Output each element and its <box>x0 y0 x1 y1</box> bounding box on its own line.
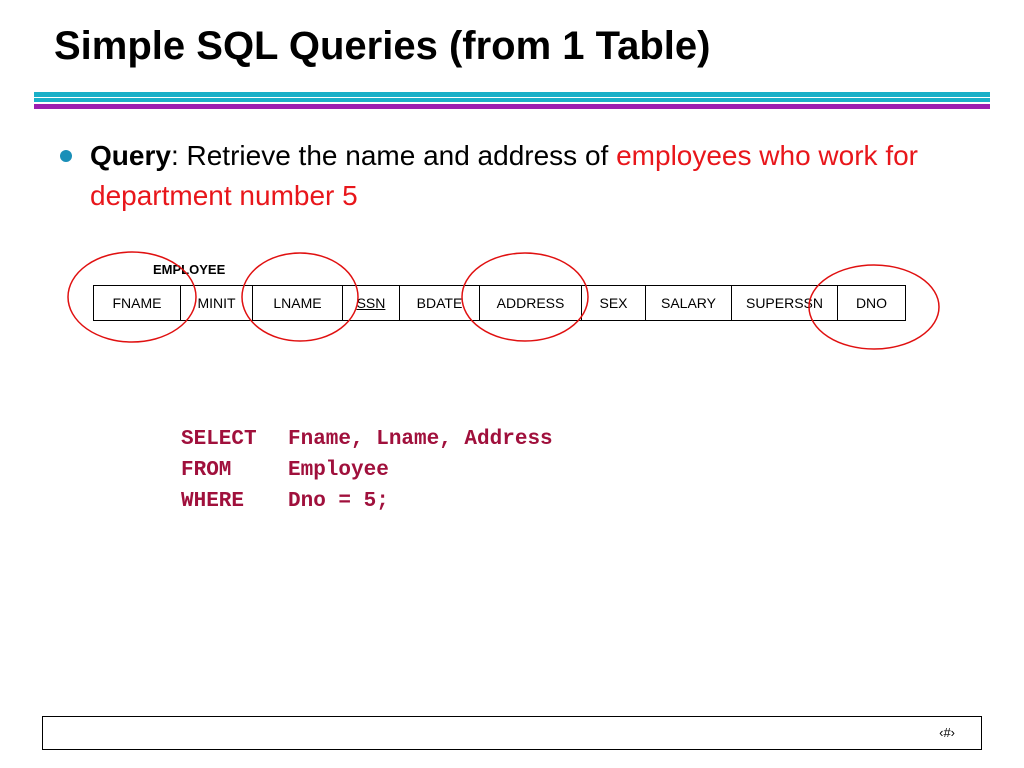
schema-attribute-lname: LNAME <box>252 286 342 320</box>
schema-attribute-salary: SALARY <box>645 286 731 320</box>
query-label: Query <box>90 140 171 171</box>
sql-clause: Dno = 5; <box>288 490 389 513</box>
query-bullet: Query: Retrieve the name and address of … <box>90 136 920 216</box>
schema-attribute-sex: SEX <box>581 286 645 320</box>
sql-clause: Employee <box>288 459 389 482</box>
sql-line: SELECT Fname, Lname, Address <box>181 424 553 455</box>
sql-clause: Fname, Lname, Address <box>288 428 553 451</box>
slide-number: ‹#› <box>939 725 955 740</box>
footer-bar: ‹#› <box>42 716 982 750</box>
sql-keyword: SELECT <box>181 428 257 451</box>
query-separator: : <box>170 140 187 171</box>
query-highlight: employees who work for department number… <box>90 140 918 211</box>
schema-attribute-minit: MINIT <box>180 286 252 320</box>
schema-attribute-superssn: SUPERSSN <box>731 286 837 320</box>
sql-line: WHERE Dno = 5; <box>181 486 553 517</box>
title-underline-purple <box>34 104 990 109</box>
schema-attribute-ssn: SSN <box>342 286 399 320</box>
sql-line: FROM Employee <box>181 455 553 486</box>
slide-title: Simple SQL Queries (from 1 Table) <box>54 24 711 68</box>
title-underline-teal-secondary <box>34 98 990 102</box>
sql-keyword: FROM <box>181 459 232 482</box>
bullet-dot-icon <box>60 150 72 162</box>
schema-attribute-fname: FNAME <box>112 295 162 311</box>
schema-attribute-bdate: BDATE <box>399 286 479 320</box>
query-text: Retrieve the name and address of <box>186 140 617 171</box>
title-underline-teal <box>34 92 990 97</box>
sql-keyword: WHERE <box>181 490 245 513</box>
schema-attribute-address: ADDRESS <box>479 286 581 320</box>
schema-attribute-dno: DNO <box>837 286 905 320</box>
schema-name: EMPLOYEE <box>153 262 226 277</box>
